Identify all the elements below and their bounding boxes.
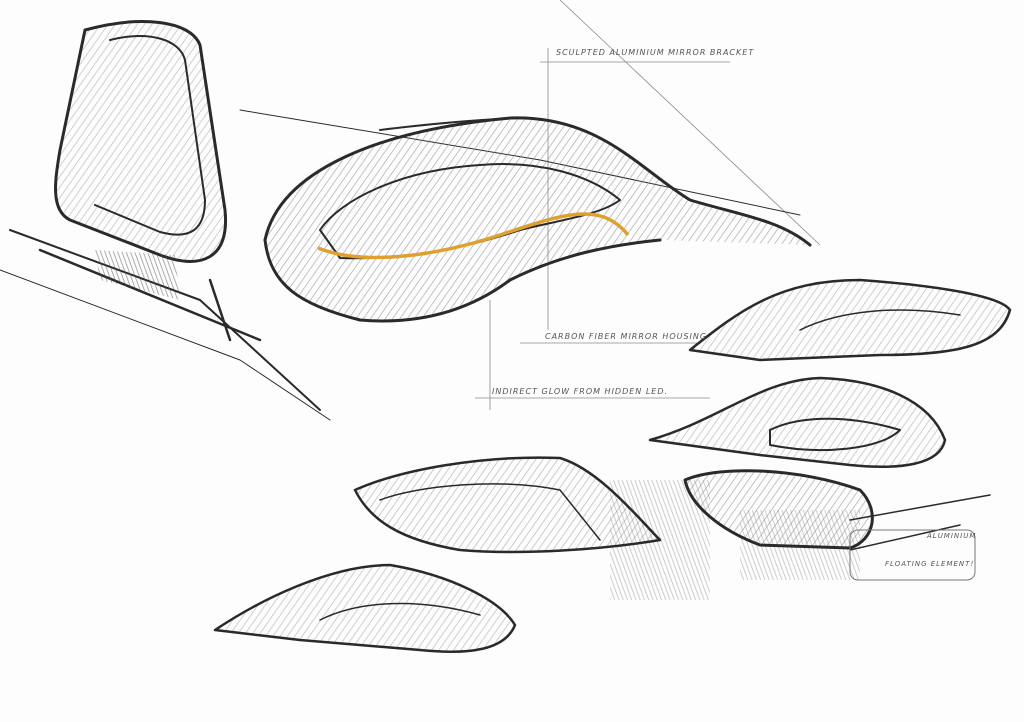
annotation-bracket: Sculpted Aluminium Mirror Bracket: [556, 48, 755, 57]
mirror-sketch-variant-1: [688, 278, 1012, 362]
mirror-sketch-main-view: [239, 109, 812, 323]
annotation-housing: Carbon Fiber Mirror Housing: [545, 332, 708, 341]
annotation-floating: Floating element!: [885, 560, 975, 568]
led-glow-line: [317, 212, 630, 260]
annotation-aluminium: Aluminium: [927, 532, 977, 540]
mirror-sketch-variant-4: [683, 469, 991, 581]
leader-lines: [475, 0, 821, 410]
mirror-sketch-side-view: [0, 20, 331, 421]
annotation-glow: Indirect Glow from Hidden LED.: [492, 387, 669, 396]
mirror-sketch-variant-2: [648, 376, 947, 468]
mirror-sketch-variant-5: [213, 563, 517, 653]
